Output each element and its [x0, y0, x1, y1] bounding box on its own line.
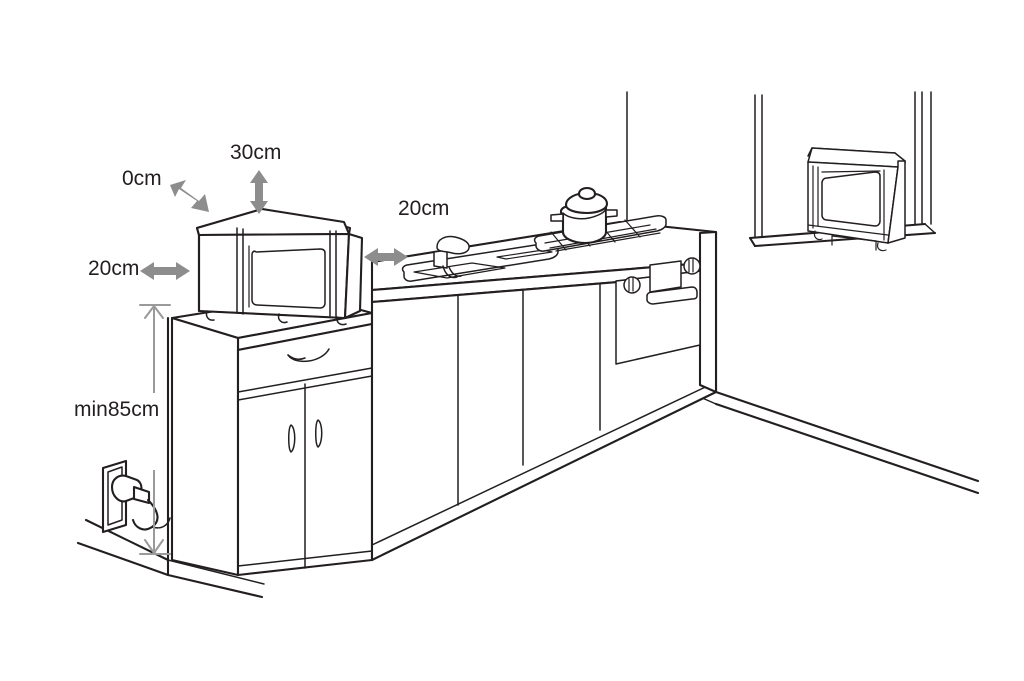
- arrow-20cm-left: [140, 262, 190, 280]
- base-cabinet-group: [170, 294, 374, 577]
- arrow-20cm-right: [364, 248, 408, 266]
- arrow-30cm: [250, 170, 268, 214]
- microwave-main-group: [195, 207, 364, 326]
- clearance-label-right: 20cm: [398, 197, 450, 220]
- min85cm-dimension-line: [139, 304, 171, 555]
- arrow-0cm: [170, 180, 209, 212]
- oven-group: [615, 257, 701, 365]
- clearance-label-rear: 0cm: [122, 167, 162, 190]
- wall-outlet-group: [101, 459, 171, 534]
- clearance-label-min-height: min85cm: [74, 398, 160, 421]
- sink-group: [401, 235, 559, 282]
- clearance-label-left: 20cm: [88, 257, 140, 280]
- microwave-shelf-group: [807, 147, 906, 252]
- hob-group: [533, 186, 667, 252]
- clearance-label-top: 30cm: [230, 141, 282, 164]
